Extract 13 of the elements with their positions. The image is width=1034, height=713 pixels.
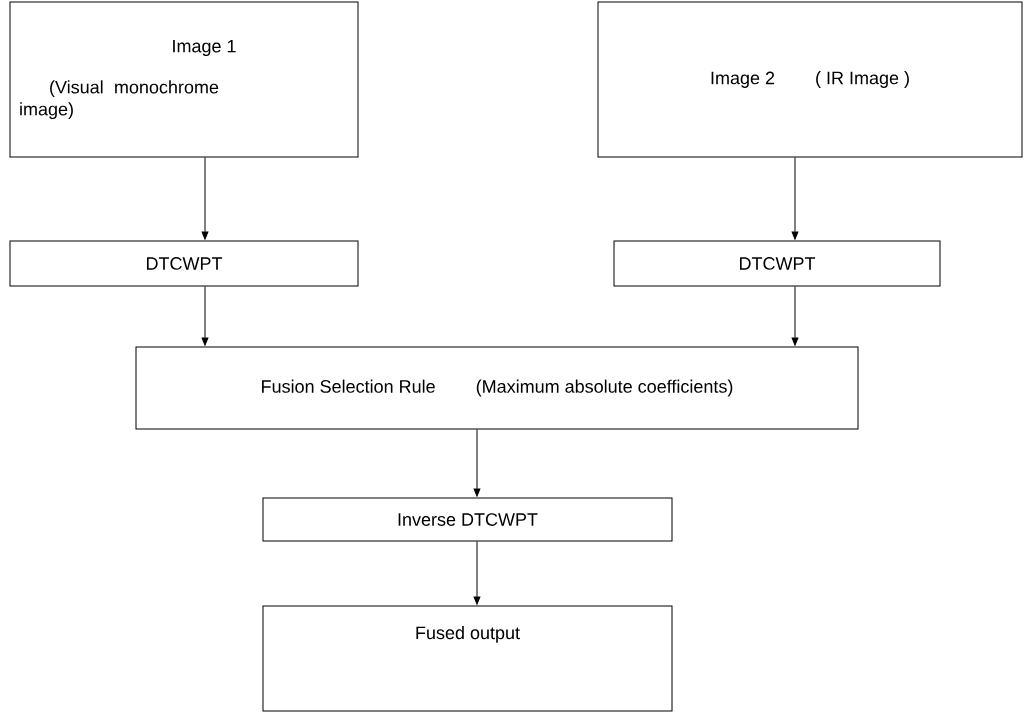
process-box: Inverse DTCWPT [262, 497, 673, 542]
process-box: Image 2 ( IR Image ) [597, 1, 1023, 158]
process-box: Fused output [262, 605, 673, 712]
process-box: DTCWPT [9, 240, 359, 287]
arrow [791, 157, 799, 240]
process-box: DTCWPT [613, 240, 941, 287]
process-box: Image 1 (Visual monochrome image) [9, 1, 359, 158]
arrow [201, 157, 209, 240]
arrow [473, 429, 481, 497]
arrow [201, 286, 209, 346]
arrow [791, 286, 799, 346]
arrow [473, 541, 481, 605]
process-box: Fusion Selection Rule (Maximum absolute coefficients) [135, 346, 859, 430]
